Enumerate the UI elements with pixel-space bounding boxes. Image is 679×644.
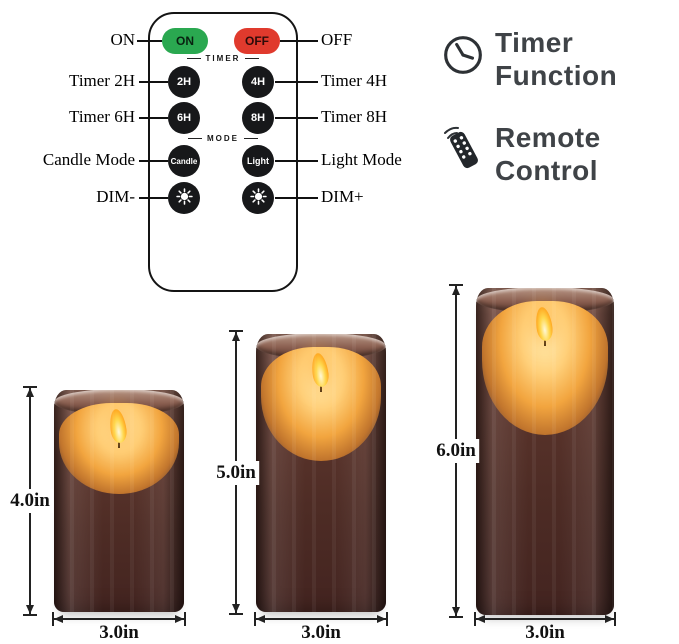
candle-flame bbox=[309, 352, 331, 388]
callout-timer-6h: Timer 6H bbox=[69, 107, 135, 126]
callout-timer-2h: Timer 2H bbox=[69, 71, 135, 90]
candle2-height-label: 5.0in bbox=[213, 460, 259, 485]
sun-icon bbox=[249, 188, 267, 208]
remote-mode-section-label: MODE bbox=[150, 134, 296, 143]
candle-glow bbox=[59, 403, 179, 495]
candle-wick bbox=[118, 441, 120, 448]
callout-timer-8h: Timer 8H bbox=[321, 107, 387, 126]
callout-candle-mode: Candle Mode bbox=[42, 150, 135, 169]
candle1-height-dim: 4.0in bbox=[7, 386, 53, 616]
leader-line-dim-minus bbox=[139, 197, 168, 199]
feature-timer-line1: Timer bbox=[495, 27, 574, 58]
remote-timer-6h-button: 6H bbox=[168, 102, 200, 134]
callout-dim-minus: DIM- bbox=[96, 187, 135, 206]
leader-line-timer-2h bbox=[139, 81, 168, 83]
candle2-width-dim: 3.0in bbox=[254, 612, 388, 643]
callout-dim-plus: DIM+ bbox=[321, 187, 364, 206]
clock-icon bbox=[442, 34, 484, 81]
candle-glass bbox=[256, 334, 386, 612]
remote-light-mode-button: Light bbox=[242, 145, 274, 177]
candle-medium bbox=[256, 334, 386, 612]
leader-line-dim-plus bbox=[275, 197, 318, 199]
candle-glow bbox=[261, 347, 381, 461]
remote-on-button: ON bbox=[162, 28, 208, 54]
remote-off-button: OFF bbox=[234, 28, 280, 54]
callout-timer-4h: Timer 4H bbox=[321, 71, 387, 90]
remote-candle-mode-button: Candle bbox=[168, 145, 200, 177]
leader-line-candle-mode bbox=[139, 160, 168, 162]
candle2-height-dim: 5.0in bbox=[213, 330, 259, 615]
feature-remote-line1: Remote bbox=[495, 122, 601, 153]
remote-control: ON OFF TIMER 2H 4H 6H 8H MODE Candle Lig… bbox=[148, 12, 298, 292]
remote-dim-minus-button bbox=[168, 182, 200, 214]
candle-glass bbox=[54, 390, 184, 612]
leader-line-on bbox=[137, 40, 162, 42]
remote-timer-4h-button: 4H bbox=[242, 66, 274, 98]
candle1-width-dim: 3.0in bbox=[52, 612, 186, 643]
remote-timer-section-label: TIMER bbox=[150, 54, 296, 63]
feature-remote-line2: Control bbox=[495, 155, 599, 186]
candle1-width-label: 3.0in bbox=[99, 622, 139, 643]
candle2-width-label: 3.0in bbox=[301, 622, 341, 643]
candle3-width-label: 3.0in bbox=[525, 622, 565, 643]
sun-icon bbox=[175, 188, 193, 208]
candle-glass bbox=[476, 288, 614, 615]
candle3-height-label: 6.0in bbox=[433, 439, 479, 463]
candle3-width-dim: 3.0in bbox=[474, 612, 616, 643]
candle-rim bbox=[256, 334, 386, 359]
remote-icon bbox=[438, 124, 490, 181]
leader-line-light-mode bbox=[275, 160, 318, 162]
candle-flame bbox=[107, 408, 129, 444]
candle-glow bbox=[481, 301, 609, 436]
candle-rim bbox=[54, 390, 184, 415]
remote-timer-2h-button: 2H bbox=[168, 66, 200, 98]
feature-timer-line2: Function bbox=[495, 60, 618, 91]
remote-timer-8h-button: 8H bbox=[242, 102, 274, 134]
callout-light-mode: Light Mode bbox=[321, 150, 402, 169]
callout-off: OFF bbox=[321, 30, 353, 49]
remote-dim-plus-button bbox=[242, 182, 274, 214]
candle3-height-dim: 6.0in bbox=[433, 284, 479, 618]
candle-wick bbox=[320, 385, 322, 392]
candle-small bbox=[54, 390, 184, 612]
candle-rim bbox=[476, 288, 614, 313]
leader-line-timer-6h bbox=[139, 117, 168, 119]
candle-flame bbox=[533, 306, 555, 342]
candle-large bbox=[476, 288, 614, 615]
leader-line-timer-8h bbox=[275, 117, 318, 119]
callout-on: ON bbox=[110, 30, 135, 49]
leader-line-timer-4h bbox=[275, 81, 318, 83]
candle1-height-label: 4.0in bbox=[7, 489, 53, 513]
candle-wick bbox=[544, 339, 546, 346]
leader-line-off bbox=[280, 40, 318, 42]
